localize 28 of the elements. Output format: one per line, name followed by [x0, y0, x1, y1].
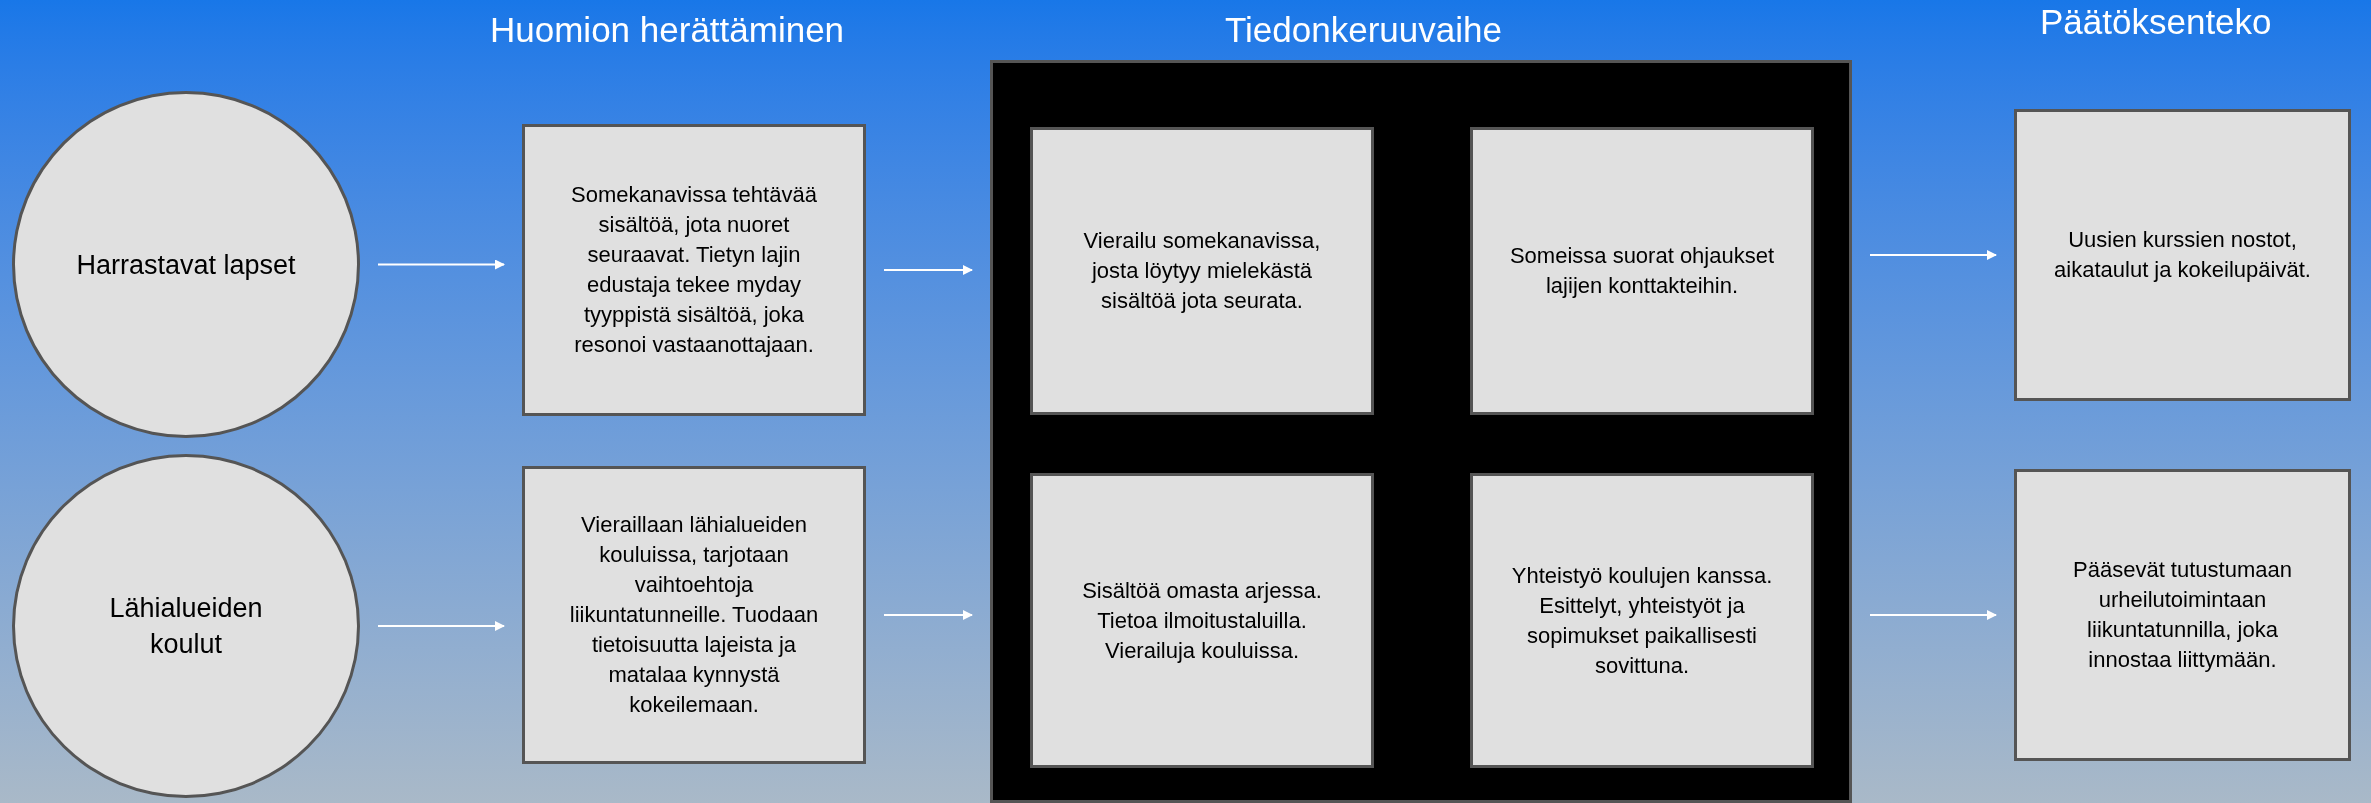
text-box	[1030, 127, 1374, 415]
column-heading: Tiedonkeruuvaihe	[1225, 9, 1502, 51]
node-text: Vierailu somekanavissa, josta löytyy mielekästä sisältöä jota seurata.	[1082, 227, 1322, 315]
node-text: Vieraillaan lähialueiden kouluissa, tarjotaan vaihtoehtoja liikuntatunneille. Tuodaan tietoisuutta lajeista ja matalaa kynnystä kokeilemaan.	[568, 511, 820, 719]
node-text: Someissa suorat ohjaukset lajijen konttakteihin.	[1508, 242, 1776, 300]
node-text: Somekanavissa tehtävää sisältöä, jota nuoret seuraavat. Tietyn lajin edustaja tekee myday tyyppistä sisältöä, joka resonoi vastaanottajaan.	[570, 181, 818, 359]
panel-box	[990, 60, 1852, 803]
arrow	[1869, 250, 1997, 260]
text-box	[1030, 473, 1374, 768]
arrow	[883, 610, 973, 620]
text-box	[522, 124, 866, 416]
node-text: Uusien kurssien nostot, aikataulut ja kokeilupäivät.	[2053, 226, 2312, 284]
arrow	[1869, 610, 1997, 620]
node-text: Pääsevät tutustumaan urheilutoimintaan liikuntatunnilla, joka innostaa liittymään.	[2072, 556, 2293, 674]
column-heading: Huomion herättäminen	[490, 9, 845, 51]
text-box	[2014, 469, 2351, 761]
column-heading: Päätöksenteko	[2040, 1, 2272, 43]
arrow	[377, 621, 505, 631]
node-text: Lähialueiden koulut	[108, 592, 264, 661]
node-text: Yhteistyö koulujen kanssa. Esittelyt, yhteistyöt ja sopimukset paikallisesti sovittuna.	[1510, 561, 1774, 680]
arrow	[883, 265, 973, 275]
text-box	[1470, 127, 1814, 415]
arrow	[377, 259, 505, 270]
text-box	[1470, 473, 1814, 768]
text-box	[522, 466, 866, 764]
text-box	[2014, 109, 2351, 401]
node-text: Sisältöä omasta arjessa. Tietoa ilmoitustaluilla. Vierailuja kouluissa.	[1081, 576, 1323, 665]
node-text: Harrastavat lapset	[75, 248, 297, 282]
